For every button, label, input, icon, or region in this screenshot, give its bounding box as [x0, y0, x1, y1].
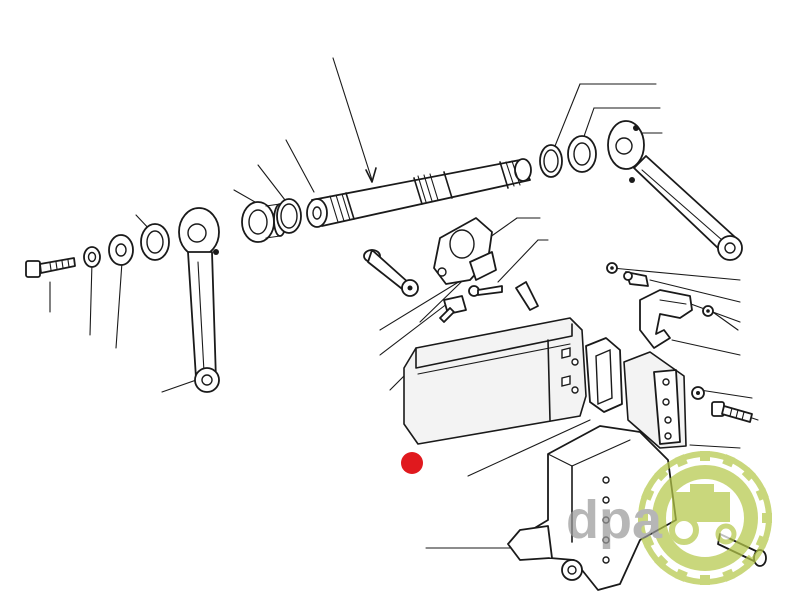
lower-bracket — [507, 425, 677, 591]
bushing-right — [567, 135, 597, 173]
pin-center — [363, 249, 419, 297]
small-nut-right — [702, 305, 714, 317]
retaining-plate — [439, 295, 467, 323]
control-lever — [639, 289, 693, 349]
gear-tooth — [741, 554, 756, 569]
gear-tooth — [638, 513, 648, 523]
mounting-plate — [623, 351, 687, 449]
red-dot-marker — [401, 452, 423, 474]
bumper-plate — [403, 317, 587, 445]
gear-tooth — [674, 454, 688, 468]
gear-tooth — [641, 535, 655, 549]
shaft-splines — [329, 160, 521, 223]
gear-tooth — [700, 575, 710, 585]
gear-tooth — [641, 487, 655, 501]
gear-tooth — [755, 487, 769, 501]
lift-shaft — [306, 158, 532, 228]
gear-tooth — [654, 554, 669, 569]
gear-tooth — [654, 467, 669, 482]
gear-tooth — [722, 568, 736, 582]
clamp-bracket — [433, 217, 497, 285]
sensor-fitting — [606, 262, 649, 287]
watermark-logo-text: dpa — [566, 490, 663, 550]
rubber-block — [585, 337, 623, 413]
lock-nut-left — [83, 246, 101, 268]
o-ring-left — [276, 198, 302, 234]
lift-arm-left — [178, 207, 220, 393]
washer-left — [108, 234, 134, 266]
tractor-in-gear-icon — [638, 451, 772, 585]
o-ring-right — [539, 144, 563, 178]
bolt-left — [25, 257, 76, 278]
spacer-ring-left — [140, 223, 170, 261]
bolt-right — [691, 386, 753, 423]
gear-tooth — [722, 454, 736, 468]
dpa-watermark: dpa — [566, 451, 772, 585]
gear-tooth — [762, 513, 772, 523]
gear-tooth — [674, 568, 688, 582]
gear-tooth — [700, 451, 710, 461]
gear-tooth — [741, 467, 756, 482]
lift-arm-right — [607, 120, 743, 261]
gear-tooth — [755, 535, 769, 549]
set-screw-right — [515, 281, 539, 311]
small-screw — [468, 285, 503, 297]
